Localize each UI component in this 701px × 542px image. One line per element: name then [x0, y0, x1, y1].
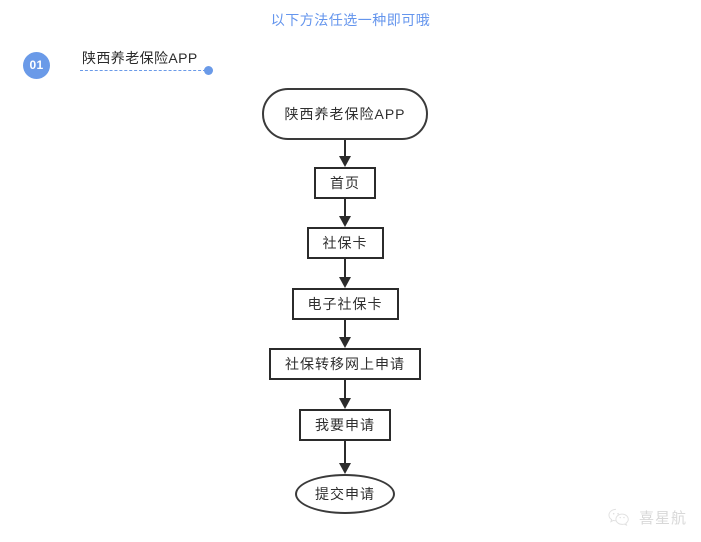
arrowhead-down-icon: [339, 398, 351, 409]
flow-node-submit: 提交申请: [295, 474, 395, 514]
header-note: 以下方法任选一种即可哦: [270, 12, 431, 28]
flow-node-electronic-card: 电子社保卡: [291, 288, 399, 320]
arrowhead-down-icon: [339, 216, 351, 227]
arrowhead-down-icon: [339, 277, 351, 288]
flowchart: 陕西养老保险APP 首页 社保卡 电子社保卡 社保转移网上申请 我要申请: [0, 88, 701, 538]
flow-connector-arrow: [337, 441, 353, 474]
flow-connector-arrow: [337, 199, 353, 227]
flow-node-my-application: 我要申请: [299, 409, 391, 441]
watermark: 喜星航: [607, 506, 687, 528]
flow-node-home: 首页: [314, 167, 376, 199]
watermark-label: 喜星航: [638, 509, 687, 527]
flow-node-start: 陕西养老保险APP: [262, 88, 428, 140]
connector-stem: [344, 380, 346, 399]
step-title-label: 陕西养老保险APP: [82, 50, 198, 66]
connector-stem: [344, 320, 346, 338]
arrowhead-down-icon: [339, 463, 351, 474]
flow-connector-arrow: [337, 320, 353, 348]
step-number-badge: 01: [23, 52, 50, 79]
connector-stem: [344, 259, 346, 278]
flow-connector-arrow: [337, 259, 353, 288]
flow-node-social-security-card: 社保卡: [306, 227, 384, 259]
arrowhead-down-icon: [339, 337, 351, 348]
connector-stem: [344, 140, 346, 157]
connector-stem: [344, 199, 346, 217]
wechat-icon: [607, 506, 631, 528]
flow-node-transfer-application: 社保转移网上申请: [269, 348, 421, 380]
flow-connector-arrow: [337, 380, 353, 409]
flow-connector-arrow: [337, 140, 353, 167]
step-end-dot-icon: [204, 66, 213, 75]
connector-stem: [344, 441, 346, 464]
arrowhead-down-icon: [339, 156, 351, 167]
step-dashed-underline: [80, 70, 206, 71]
step-marker-row: 01 陕西养老保险APP: [0, 48, 701, 82]
